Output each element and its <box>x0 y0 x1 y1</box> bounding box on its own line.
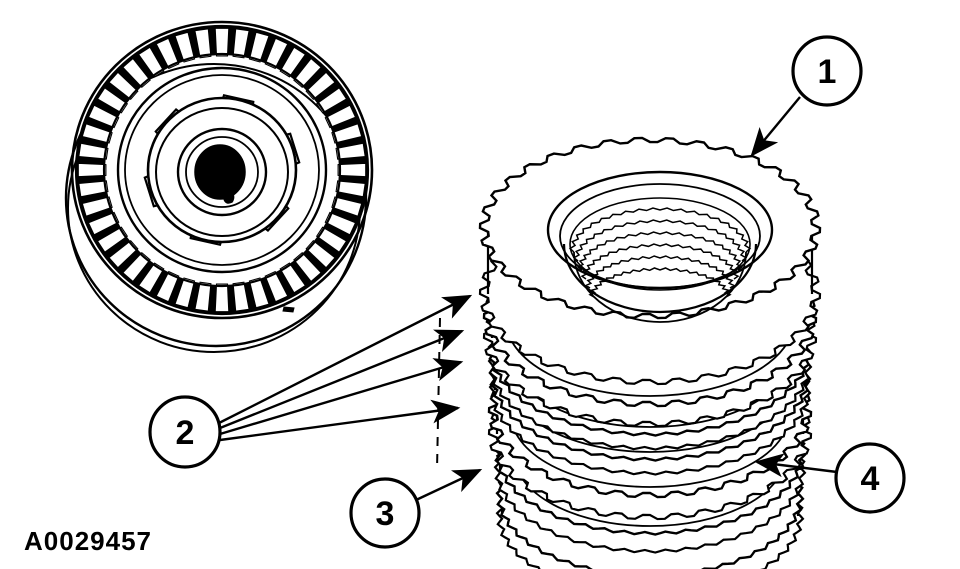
callout-number-3: 3 <box>376 495 395 533</box>
leader-line-3-1 <box>415 468 483 502</box>
callout-circle-1 <box>791 35 863 107</box>
callout-circle-2 <box>148 395 222 469</box>
callout-3: 3 <box>349 477 421 549</box>
callout-number-2: 2 <box>176 414 195 452</box>
leader-line-2-1 <box>218 294 473 425</box>
drum-hub <box>146 96 298 244</box>
callout-circle-3 <box>349 477 421 549</box>
figure-id-label: A0029457 <box>24 526 152 556</box>
callout-leaders <box>218 96 838 502</box>
callout-bubbles: 1 2 3 4 <box>148 35 906 549</box>
clutch-drum <box>64 20 374 353</box>
leader-line-1-1 <box>750 96 801 157</box>
callout-number-4: 4 <box>861 460 880 498</box>
bore-internal-splines <box>568 207 752 298</box>
leader-line-2-2 <box>219 329 465 430</box>
callout-number-1: 1 <box>818 53 837 91</box>
leader-line-4-1 <box>754 453 838 478</box>
clutch-plate-stack <box>436 136 822 569</box>
leader-line-2-4 <box>219 399 461 442</box>
top-plate-bore <box>546 170 774 291</box>
drum-spline-slots <box>77 27 367 313</box>
leader-line-2-3 <box>219 358 464 436</box>
callout-circle-4 <box>834 442 906 514</box>
drum-rim-tick <box>282 306 295 313</box>
callout-2: 2 <box>148 395 222 469</box>
callout-4: 4 <box>834 442 906 514</box>
callout-1: 1 <box>791 35 863 107</box>
